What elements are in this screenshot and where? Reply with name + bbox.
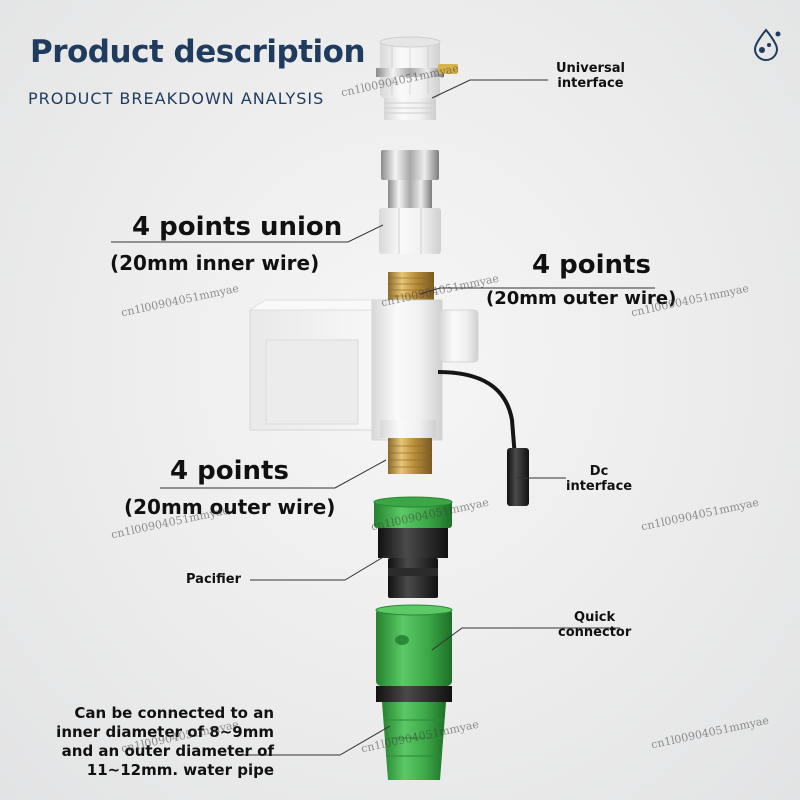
dc-interface-line1: Dc	[589, 464, 609, 479]
quick-connector-label: Quick connector	[558, 610, 631, 640]
water-pipe-description: Can be connected to an inner diameter of…	[38, 704, 274, 780]
water-pipe-line4: 11~12mm. water pipe	[86, 761, 274, 779]
quick-connector-line1: Quick	[574, 610, 616, 625]
outer-wire-bottom-line2: (20mm outer wire)	[124, 495, 336, 519]
brass-thread-top	[388, 272, 434, 302]
outer-wire-bottom-line1: 4 points	[170, 456, 289, 486]
leader-lines	[111, 79, 655, 756]
quick-connector-line2: connector	[558, 625, 632, 640]
water-pipe-line3: and an outer diameter of	[61, 742, 274, 760]
universal-interface-line1: Universal	[556, 61, 625, 76]
union-part	[379, 150, 441, 254]
brass-thread-bottom	[388, 438, 432, 474]
union-label-line1: 4 points union	[132, 212, 343, 242]
outer-wire-top-line1: 4 points	[532, 250, 651, 280]
water-drop-logo-icon	[753, 28, 781, 61]
dc-interface-label: Dc interface	[566, 464, 632, 494]
pacifier-label: Pacifier	[186, 572, 241, 587]
dc-interface-line2: interface	[566, 479, 633, 494]
universal-interface-part	[376, 36, 458, 120]
water-pipe-line2: inner diameter of 8~9mm	[56, 723, 274, 741]
page-subtitle: PRODUCT BREAKDOWN ANALYSIS	[28, 89, 325, 108]
union-label-line2: (20mm inner wire)	[110, 251, 320, 275]
water-pipe-line1: Can be connected to an	[74, 704, 274, 722]
page-title: Product description	[30, 34, 366, 70]
pacifier-part	[373, 496, 453, 598]
universal-interface-label: Universal interface	[556, 61, 625, 91]
quick-connector-part	[375, 604, 453, 780]
universal-interface-line2: interface	[557, 76, 624, 91]
valve-body	[248, 299, 529, 506]
outer-wire-top-line2: (20mm outer wire)	[486, 288, 677, 309]
